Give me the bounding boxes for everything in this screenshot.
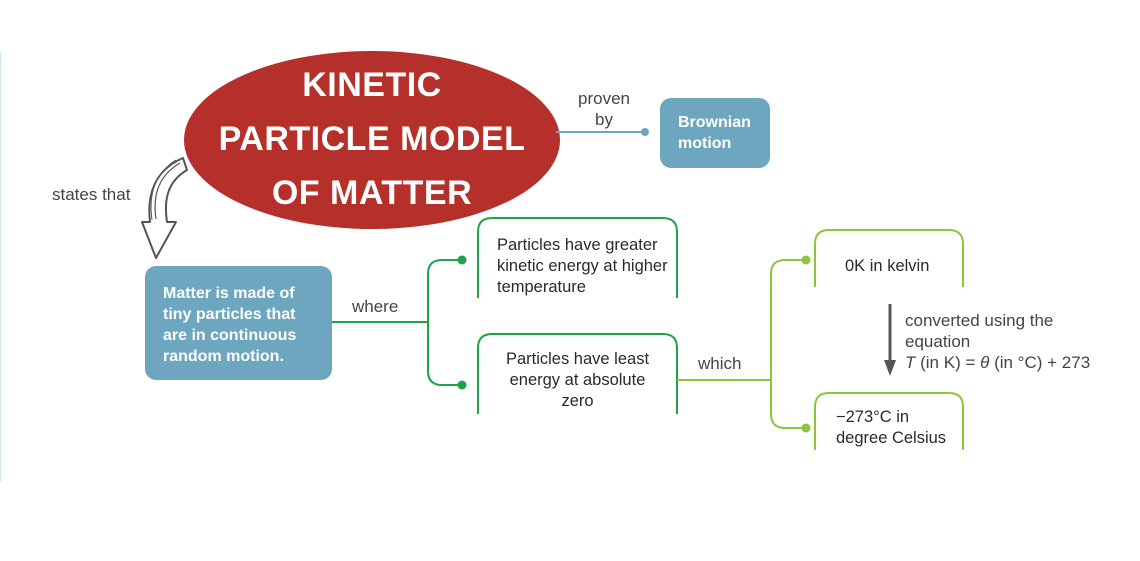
title-text: KINETIC PARTICLE MODEL OF MATTER	[218, 66, 526, 212]
states-that-label: states that	[52, 185, 131, 204]
matter-box: Matter is made of tiny particles that ar…	[145, 266, 332, 380]
least-energy-box-outline	[477, 333, 678, 414]
kelvin-text: 0K in kelvin	[845, 257, 930, 275]
greater-ke-text: Particles have greater kinetic energy at…	[497, 236, 668, 296]
greater-ke-box-outline	[477, 217, 678, 298]
brownian-motion-box: Brownian motion	[660, 98, 770, 168]
which-dot-bottom	[801, 423, 811, 433]
proven-by-dot	[641, 128, 649, 136]
conversion-formula: T (in K) = θ (in °C) + 273	[905, 352, 1125, 373]
formula-mid: (in K) =	[915, 353, 981, 372]
conversion-arrow-head	[884, 360, 896, 376]
by-label: by	[595, 110, 613, 129]
curved-arrow-icon	[141, 157, 188, 259]
formula-theta: θ	[980, 353, 990, 372]
celsius-box-outline	[814, 392, 964, 450]
kelvin-box-outline	[814, 229, 964, 287]
formula-T: T	[905, 353, 916, 372]
celsius-text: −273°C in degree Celsius	[836, 408, 947, 447]
conversion-line-2: equation	[905, 332, 971, 351]
conversion-line-1: converted using the	[905, 311, 1054, 330]
title-ellipse	[184, 51, 560, 229]
where-dot-bottom	[457, 380, 467, 390]
where-label: where	[352, 297, 399, 316]
where-connector	[332, 259, 462, 386]
left-margin-rule	[0, 52, 1, 482]
which-connector	[677, 259, 806, 429]
where-dot-top	[457, 255, 467, 265]
conversion-note: converted using the equation T (in K) = …	[905, 310, 1125, 373]
formula-end: (in °C) + 273	[989, 353, 1091, 372]
which-label: which	[698, 354, 742, 373]
proven-label: proven	[578, 89, 630, 108]
which-dot-top	[801, 255, 811, 265]
least-energy-text: Particles have least energy at absolute …	[505, 350, 650, 410]
